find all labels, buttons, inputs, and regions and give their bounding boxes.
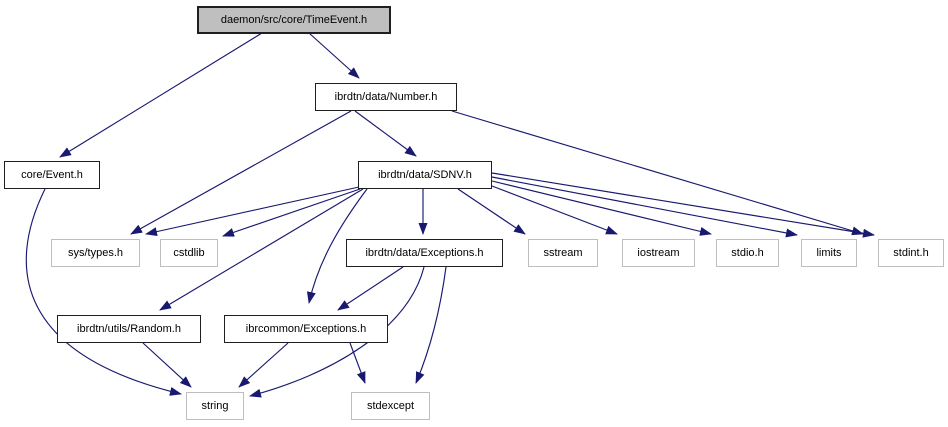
- node-stdexcept: stdexcept: [351, 392, 430, 420]
- node-sdnv[interactable]: ibrdtn/data/SDNV.h: [358, 161, 492, 189]
- edge-data-exceptions-to-string: [249, 266, 425, 398]
- node-random[interactable]: ibrdtn/utils/Random.h: [57, 315, 201, 343]
- node-ibrcommon-exceptions[interactable]: ibrcommon/Exceptions.h: [224, 315, 388, 343]
- edge-sdnv-to-random: [159, 188, 364, 311]
- edge-sdnv-to-systypes: [145, 186, 360, 237]
- edge-sdnv-to-cstdlib: [222, 188, 361, 237]
- edge-number-to-systypes: [130, 110, 352, 235]
- edge-data-exceptions-to-ibrcommon-exceptions: [337, 266, 404, 311]
- edge-sdnv-to-sstream: [457, 188, 526, 235]
- node-iostream: iostream: [622, 239, 695, 267]
- node-stdinth: stdint.h: [878, 239, 944, 267]
- node-string: string: [186, 392, 244, 420]
- edge-data-exceptions-to-stdexcept: [415, 266, 447, 384]
- node-data-exceptions[interactable]: ibrdtn/data/Exceptions.h: [346, 239, 503, 267]
- edge-number-to-sdnv: [354, 110, 417, 157]
- edge-sdnv-to-limits: [491, 176, 798, 238]
- node-number[interactable]: ibrdtn/data/Number.h: [315, 83, 457, 111]
- node-systypes: sys/types.h: [51, 239, 140, 267]
- edge-timeevent-to-event: [59, 32, 263, 158]
- node-sstream: sstream: [528, 239, 598, 267]
- edge-event-to-string: [25, 188, 182, 396]
- node-event[interactable]: core/Event.h: [4, 161, 100, 189]
- edge-timeevent-to-number: [308, 32, 360, 79]
- edge-ibrcommon-exceptions-to-string: [238, 342, 289, 388]
- edge-sdnv-to-stdint: [491, 172, 875, 238]
- node-cstdlib: cstdlib: [160, 239, 218, 267]
- edge-sdnv-to-stdioh: [491, 180, 712, 236]
- edge-number-to-stdint: [451, 110, 864, 236]
- node-stdioh: stdio.h: [716, 239, 779, 267]
- edge-sdnv-to-ibrcommon-exceptions: [306, 188, 368, 304]
- node-timeevent: daemon/src/core/TimeEvent.h: [197, 6, 391, 34]
- edge-random-to-string: [142, 342, 192, 388]
- edge-sdnv-to-iostream: [491, 185, 618, 235]
- node-limits: limits: [801, 239, 857, 267]
- edge-ibrcommon-exceptions-to-stdexcept: [349, 342, 366, 384]
